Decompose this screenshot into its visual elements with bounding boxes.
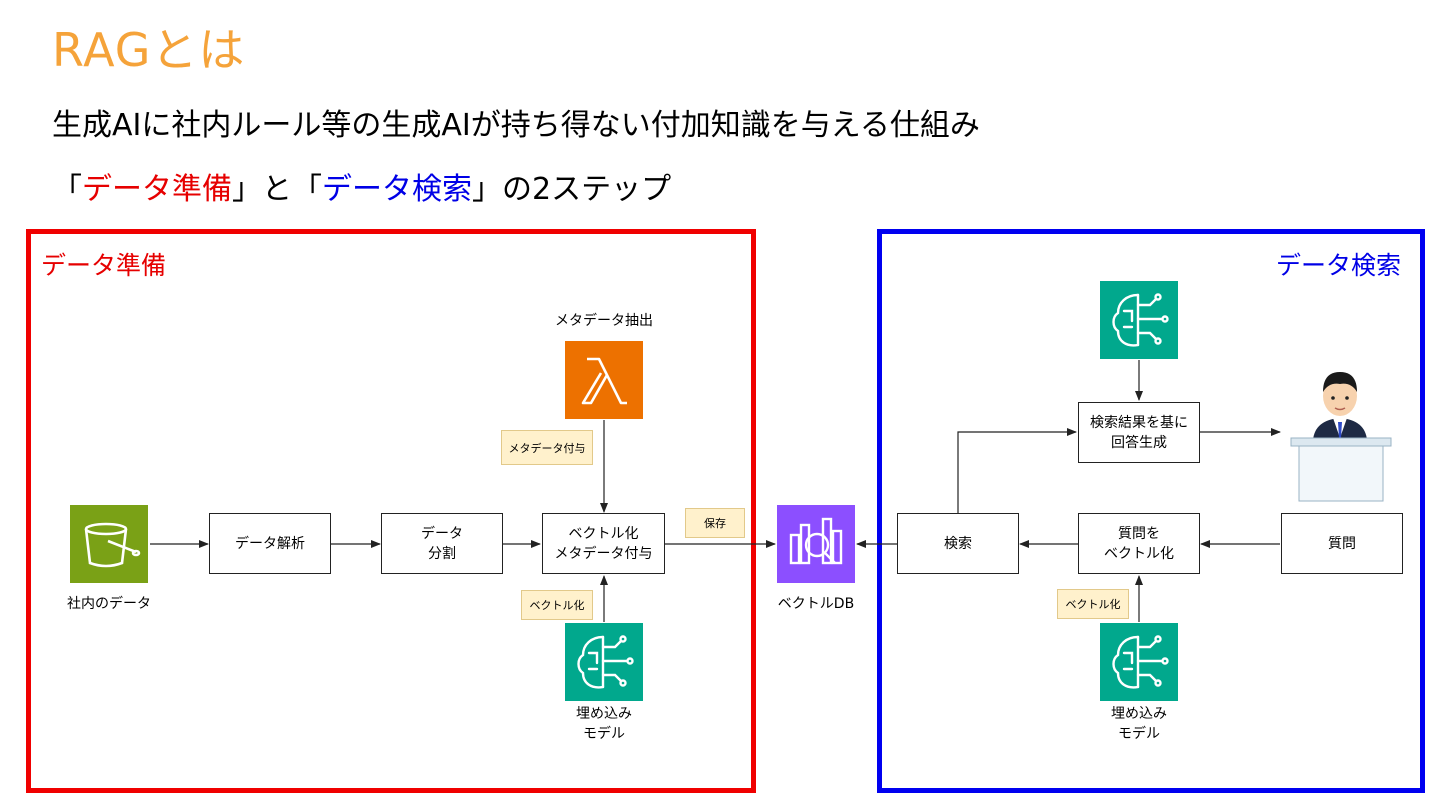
bedrock-brain-icon	[565, 623, 643, 701]
tag-save: 保存	[685, 508, 745, 538]
bedrock-brain-icon	[1100, 281, 1178, 359]
vector-db-icon	[777, 505, 855, 583]
vectorize-box: ベクトル化 メタデータ付与	[542, 513, 665, 574]
embed-caption-search: 埋め込み モデル	[1111, 706, 1167, 742]
data-prep-label: データ準備	[41, 251, 167, 280]
page-title: RAGとは	[52, 23, 246, 77]
steps-line: 「データ準備」と「データ検索」の2ステップ	[52, 164, 671, 208]
arrow-search-to-generate	[957, 428, 1077, 513]
tag-meta: メタデータ付与	[501, 430, 593, 465]
tag-vector-prep: ベクトル化	[521, 590, 593, 620]
question-box: 質問	[1281, 513, 1403, 574]
page-subtitle: 生成AIに社内ルール等の生成AIが持ち得ない付加知識を与える仕組み	[52, 108, 980, 143]
bedrock-brain-icon	[1100, 623, 1178, 701]
steps-step1: データ準備	[82, 172, 232, 207]
lambda-icon	[565, 341, 643, 419]
vectordb-caption: ベクトルDB	[777, 596, 855, 612]
user-person-icon	[1285, 358, 1395, 503]
generate-box: 検索結果を基に 回答生成	[1078, 402, 1200, 463]
parse-box: データ解析	[209, 513, 331, 574]
split-box: データ 分割	[381, 513, 503, 574]
steps-open: 「	[52, 172, 82, 207]
tag-vector-search: ベクトル化	[1057, 589, 1129, 619]
steps-step2: データ検索	[322, 172, 472, 207]
data-prep-panel	[26, 229, 756, 793]
s3-caption: 社内のデータ	[67, 596, 151, 612]
s3-bucket-icon	[70, 505, 148, 583]
steps-mid: 」と「	[232, 172, 322, 207]
meta-extract-caption: メタデータ抽出	[555, 313, 653, 329]
embed-caption-prep: 埋め込み モデル	[576, 706, 632, 742]
question-vectorize-box: 質問を ベクトル化	[1078, 513, 1200, 574]
search-box: 検索	[897, 513, 1019, 574]
data-search-label: データ検索	[1276, 251, 1402, 280]
steps-close: 」の2ステップ	[472, 172, 672, 207]
data-search-panel	[877, 229, 1425, 793]
